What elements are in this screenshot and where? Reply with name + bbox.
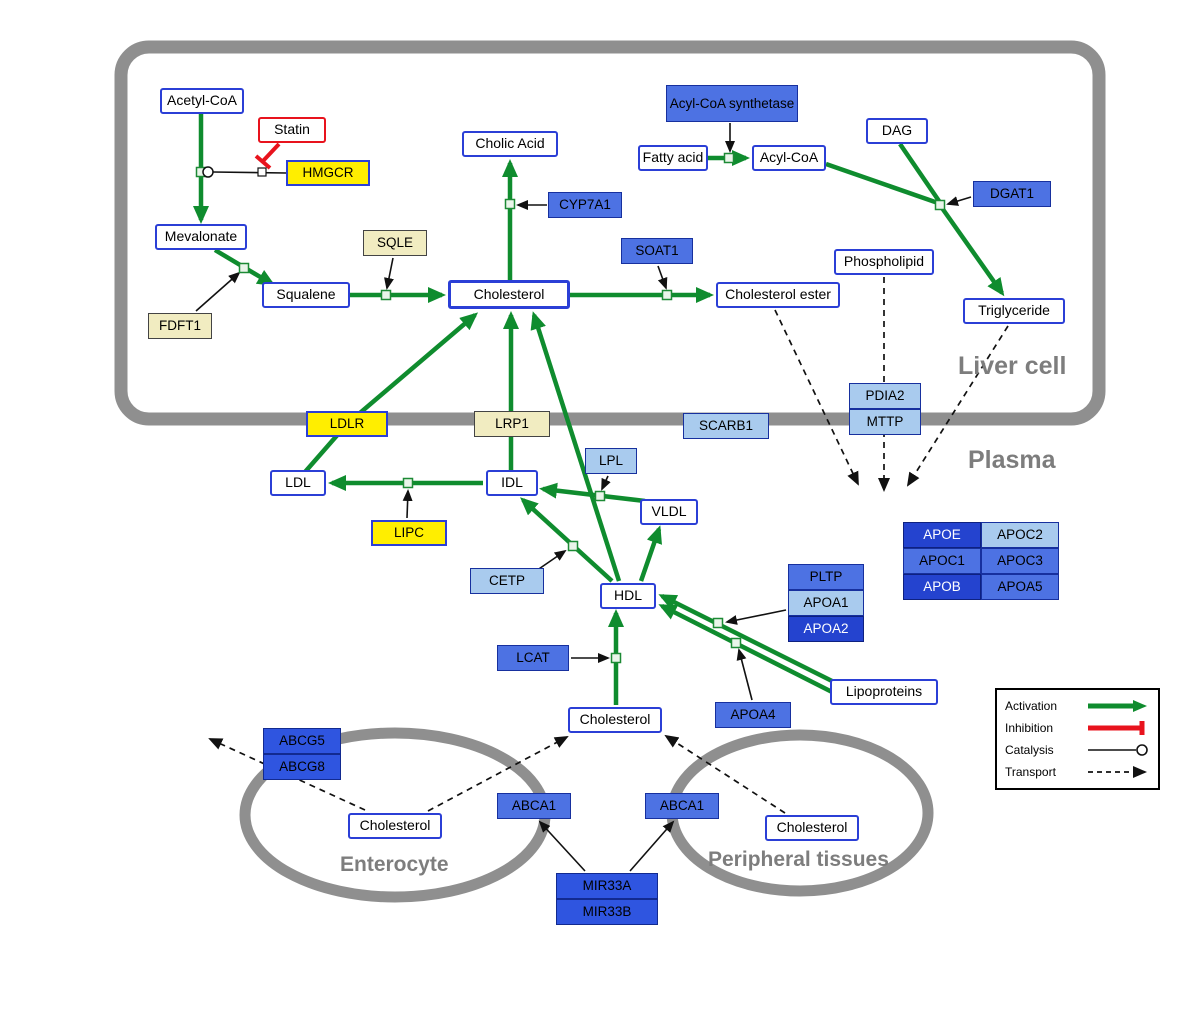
node-apoa1[interactable]: APOA1 — [788, 590, 864, 616]
node-mevalonate[interactable]: Mevalonate — [155, 224, 247, 250]
node-cholesterol-peripheral[interactable]: Cholesterol — [765, 815, 859, 841]
node-cholesterol-enterocyte[interactable]: Cholesterol — [348, 813, 442, 839]
node-cyp7a1[interactable]: CYP7A1 — [548, 192, 622, 218]
node-lcat[interactable]: LCAT — [497, 645, 569, 671]
transport-edges — [208, 277, 1009, 814]
plasma-label: Plasma — [968, 446, 1056, 474]
peripheral-tissues-label: Peripheral tissues — [708, 848, 889, 871]
legend-activation-label: Activation — [1005, 699, 1058, 713]
node-lpl[interactable]: LPL — [585, 448, 637, 474]
catalysis-circle — [202, 166, 267, 178]
node-dgat1[interactable]: DGAT1 — [973, 181, 1051, 207]
node-idl[interactable]: IDL — [486, 470, 538, 496]
node-cholic-acid[interactable]: Cholic Acid — [462, 131, 558, 157]
node-apoa2[interactable]: APOA2 — [788, 616, 864, 642]
enterocyte-label: Enterocyte — [340, 853, 449, 876]
node-mir33b[interactable]: MIR33B — [556, 899, 658, 925]
node-acyl-coa-synthetase[interactable]: Acyl-CoA synthetase — [666, 85, 798, 122]
node-fatty-acid[interactable]: Fatty acid — [638, 145, 708, 171]
node-lrp1[interactable]: LRP1 — [474, 411, 550, 437]
node-pltp[interactable]: PLTP — [788, 564, 864, 590]
transport-dashed-arrow-icon — [1088, 766, 1147, 778]
node-lipoproteins[interactable]: Lipoproteins — [830, 679, 938, 705]
node-phospholipid[interactable]: Phospholipid — [834, 249, 934, 275]
legend-row-activation: Activation — [1005, 695, 1150, 717]
liver-cell-label: Liver cell — [958, 352, 1067, 380]
node-apoc2[interactable]: APOC2 — [981, 522, 1059, 548]
node-lipc[interactable]: LIPC — [371, 520, 447, 546]
liver-cell-membrane — [114, 40, 1106, 426]
node-statin[interactable]: Statin — [258, 117, 326, 143]
activation-edges — [193, 114, 1005, 705]
reaction-nodes — [195, 152, 946, 664]
node-mttp[interactable]: MTTP — [849, 409, 921, 435]
node-apoc1[interactable]: APOC1 — [903, 548, 981, 574]
node-abcg8[interactable]: ABCG8 — [263, 754, 341, 780]
legend-inhibition-label: Inhibition — [1005, 721, 1054, 735]
node-acetyl-coa[interactable]: Acetyl-CoA — [160, 88, 244, 114]
legend-row-inhibition: Inhibition — [1005, 717, 1150, 739]
node-squalene[interactable]: Squalene — [262, 282, 350, 308]
node-triglyceride[interactable]: Triglyceride — [963, 298, 1065, 324]
node-ldlr[interactable]: LDLR — [306, 411, 388, 437]
legend-transport-label: Transport — [1005, 765, 1056, 779]
node-soat1[interactable]: SOAT1 — [621, 238, 693, 264]
activation-arrow-icon — [1088, 700, 1147, 712]
node-apoa4[interactable]: APOA4 — [715, 702, 791, 728]
node-scarb1[interactable]: SCARB1 — [683, 413, 769, 439]
catalysis-circle-icon — [1088, 744, 1148, 756]
legend-row-catalysis: Catalysis — [1005, 739, 1150, 761]
node-abcg5[interactable]: ABCG5 — [263, 728, 341, 754]
node-dag[interactable]: DAG — [866, 118, 928, 144]
node-cholesterol-plasma[interactable]: Cholesterol — [568, 707, 662, 733]
node-apoa5[interactable]: APOA5 — [981, 574, 1059, 600]
node-cholesterol-ester[interactable]: Cholesterol ester — [716, 282, 840, 308]
node-apoe[interactable]: APOE — [903, 522, 981, 548]
legend: Activation Inhibition Catalysis Transpor… — [995, 688, 1160, 790]
inhibition-edge — [254, 142, 281, 170]
legend-row-transport: Transport — [1005, 761, 1150, 783]
node-pdia2[interactable]: PDIA2 — [849, 383, 921, 409]
node-hdl[interactable]: HDL — [600, 583, 656, 609]
node-acyl-coa[interactable]: Acyl-CoA — [752, 145, 826, 171]
node-mir33a[interactable]: MIR33A — [556, 873, 658, 899]
node-fdft1[interactable]: FDFT1 — [148, 313, 212, 339]
node-apob[interactable]: APOB — [903, 574, 981, 600]
node-vldl[interactable]: VLDL — [640, 499, 698, 525]
node-abca1-peripheral[interactable]: ABCA1 — [645, 793, 719, 819]
inhibition-tbar-icon — [1088, 721, 1145, 735]
node-cholesterol-liver[interactable]: Cholesterol — [448, 280, 570, 309]
node-ldl[interactable]: LDL — [270, 470, 326, 496]
node-sqle[interactable]: SQLE — [363, 230, 427, 256]
node-abca1-enterocyte[interactable]: ABCA1 — [497, 793, 571, 819]
legend-catalysis-label: Catalysis — [1005, 743, 1054, 757]
node-hmgcr[interactable]: HMGCR — [286, 160, 370, 186]
node-apoc3[interactable]: APOC3 — [981, 548, 1059, 574]
node-cetp[interactable]: CETP — [470, 568, 544, 594]
